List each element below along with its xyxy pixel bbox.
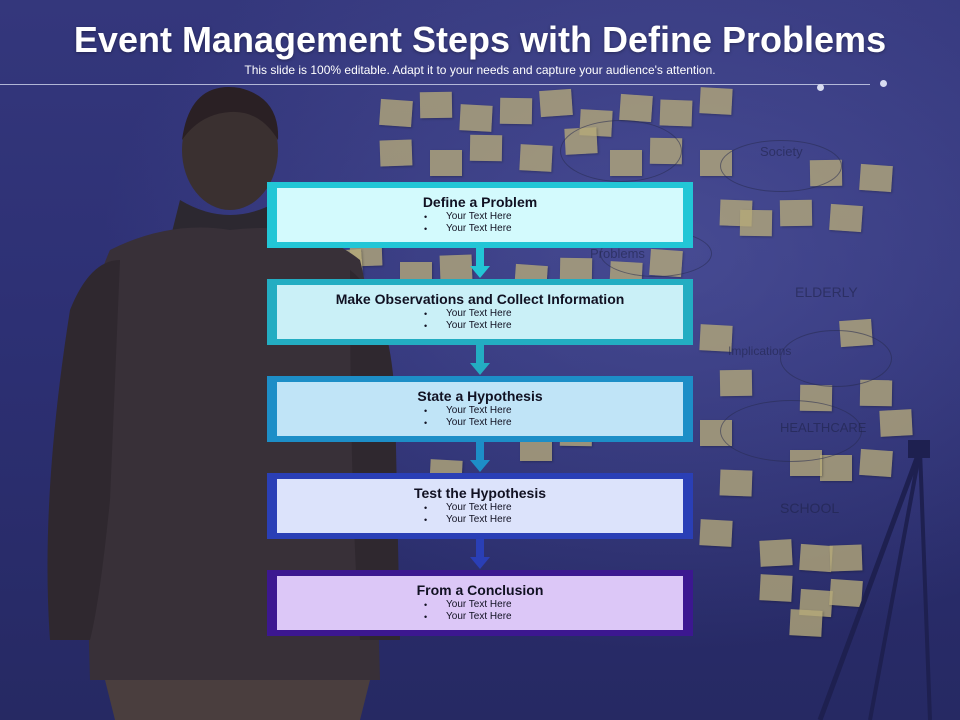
bullet-item: Your Text Here xyxy=(420,211,540,223)
step-state-hypothesis: State a Hypothesis Your Text Here Your T… xyxy=(267,376,693,442)
sticky-note xyxy=(699,519,733,547)
sticky-note xyxy=(430,150,462,176)
sticky-note xyxy=(419,91,453,119)
wall-label: Problems xyxy=(590,246,645,261)
sticky-note xyxy=(619,93,653,123)
wall-label: ELDERLY xyxy=(795,284,858,300)
wall-doodle-ellipse xyxy=(780,330,892,387)
flow-arrow xyxy=(470,537,490,569)
slide-subtitle: This slide is 100% editable. Adapt it to… xyxy=(244,63,716,77)
step-title: Test the Hypothesis xyxy=(414,485,546,501)
step-bullets: Your Text Here Your Text Here xyxy=(277,211,683,235)
step-bullets: Your Text Here Your Text Here xyxy=(277,308,683,332)
flow-arrow xyxy=(470,246,490,278)
step-title: State a Hypothesis xyxy=(417,388,543,404)
sticky-note xyxy=(459,104,493,132)
step-make-observations: Make Observations and Collect Informatio… xyxy=(267,279,693,345)
flow-arrow xyxy=(470,440,490,472)
bullet-item: Your Text Here xyxy=(420,405,540,417)
wall-doodle-ellipse xyxy=(720,400,862,462)
sticky-note xyxy=(829,203,863,233)
bullet-item: Your Text Here xyxy=(420,599,540,611)
wall-label: Society xyxy=(760,144,803,159)
bullet-item: Your Text Here xyxy=(420,320,540,332)
wall-label: SCHOOL xyxy=(780,500,840,516)
wall-doodle-ellipse xyxy=(720,140,842,192)
bullet-item: Your Text Here xyxy=(420,611,540,623)
step-test-hypothesis: Test the Hypothesis Your Text Here Your … xyxy=(267,473,693,539)
bullet-item: Your Text Here xyxy=(420,502,540,514)
flow-arrow xyxy=(470,343,490,375)
step-bullets: Your Text Here Your Text Here xyxy=(277,405,683,429)
step-title: Make Observations and Collect Informatio… xyxy=(335,291,625,307)
sticky-note xyxy=(699,87,733,115)
sticky-note xyxy=(499,97,533,125)
sticky-note xyxy=(519,144,553,172)
sticky-note xyxy=(719,369,753,397)
sticky-note xyxy=(439,254,473,282)
bullet-item: Your Text Here xyxy=(420,514,540,526)
step-form-conclusion: From a Conclusion Your Text Here Your Te… xyxy=(267,570,693,636)
header-divider xyxy=(0,84,870,85)
sticky-note xyxy=(879,409,913,437)
step-bullets: Your Text Here Your Text Here xyxy=(277,502,683,526)
divider-dot xyxy=(817,84,824,91)
sticky-note xyxy=(820,455,852,481)
sticky-note xyxy=(719,469,753,497)
slide-title: Event Management Steps with Define Probl… xyxy=(73,19,887,60)
sticky-note xyxy=(469,134,503,162)
wall-label: Implications xyxy=(728,344,792,358)
bullet-item: Your Text Here xyxy=(420,417,540,429)
bullet-item: Your Text Here xyxy=(420,223,540,235)
step-title: Define a Problem xyxy=(422,194,538,210)
step-define-problem: Define a Problem Your Text Here Your Tex… xyxy=(267,182,693,248)
step-title: From a Conclusion xyxy=(416,582,544,598)
sticky-note xyxy=(859,163,893,193)
sticky-note xyxy=(859,379,893,407)
sticky-note xyxy=(779,199,813,227)
sticky-note xyxy=(659,99,693,127)
sticky-note xyxy=(739,209,773,237)
wall-doodle-ellipse xyxy=(560,120,682,182)
divider-dot xyxy=(880,80,887,87)
wall-label: HEALTHCARE xyxy=(780,420,867,435)
sticky-note xyxy=(539,88,573,118)
step-bullets: Your Text Here Your Text Here xyxy=(277,599,683,623)
bullet-item: Your Text Here xyxy=(420,308,540,320)
tripod-silhouette xyxy=(817,440,932,720)
